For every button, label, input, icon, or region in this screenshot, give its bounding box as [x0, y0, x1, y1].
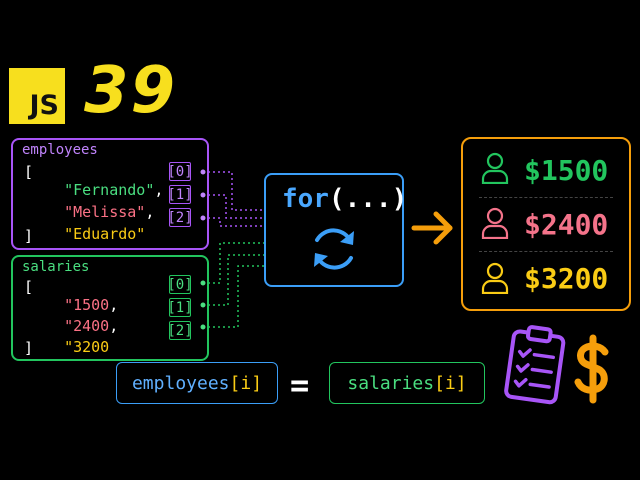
equals-sign: = [290, 366, 310, 404]
user-icon [481, 152, 509, 184]
employees-connector-2 [203, 217, 264, 227]
employees-connector-1 [203, 194, 264, 219]
for-loop-label: for(...) [282, 184, 407, 214]
employees-item-1: "Melissa", [46, 185, 154, 221]
salaries-connector-1 [203, 254, 264, 306]
result-salary-1: $2400 [524, 208, 609, 241]
salaries-connector-2 [203, 265, 264, 328]
employees-item-0: "Fernando", [46, 163, 163, 199]
employees-open-bracket: [ [24, 163, 34, 181]
salaries-index-expression: salaries[i] [329, 362, 485, 404]
salaries-item-0-sep: , [109, 296, 119, 314]
checklist-icon [504, 325, 566, 405]
expr-left-name: employees [131, 372, 230, 394]
result-salary-2: $3200 [524, 262, 609, 295]
result-salary-0: $1500 [524, 154, 609, 187]
salaries-index-0: [0] [167, 275, 193, 294]
js-logo: JS [9, 68, 65, 124]
salaries-connector-0 [203, 242, 264, 284]
episode-number: 39 [84, 54, 178, 128]
employees-item-1-value: "Melissa" [64, 203, 146, 221]
refresh-icon [314, 228, 354, 270]
employees-close-bracket: ] [24, 227, 34, 245]
salaries-item-2: "3200 [46, 320, 109, 356]
employees-item-0-sep: , [154, 181, 164, 199]
employees-item-2-value: "Eduardo" [64, 225, 146, 243]
employees-item-2: "Eduardo" [46, 207, 145, 243]
salaries-array-box [11, 255, 209, 361]
result-divider-0 [479, 197, 613, 198]
employees-array-box [11, 138, 209, 250]
user-icon [481, 262, 509, 294]
salaries-item-1-value: "2400 [64, 317, 110, 335]
salaries-open-bracket: [ [24, 278, 34, 296]
employees-connector-0 [203, 171, 264, 211]
salaries-index-2: [2] [167, 321, 193, 340]
salaries-index-1: [1] [167, 298, 193, 317]
expr-left-index: [i] [229, 372, 263, 394]
employees-index-1: [1] [167, 185, 193, 204]
js-logo-text: JS [29, 90, 60, 121]
arrow-right-icon [411, 211, 453, 245]
employees-title: employees [22, 142, 98, 158]
salaries-title: salaries [22, 259, 90, 275]
salaries-close-bracket: ] [24, 339, 34, 357]
employees-item-1-sep: , [145, 203, 155, 221]
salaries-item-2-value: "3200 [64, 338, 110, 356]
salaries-item-0-value: "1500 [64, 296, 110, 314]
expr-right-name: salaries [347, 372, 435, 394]
for-keyword: for [282, 184, 329, 214]
employees-index-0: [0] [167, 162, 193, 181]
salaries-item-1-sep: , [109, 317, 119, 335]
salaries-item-1: "2400, [46, 299, 118, 335]
for-args: (...) [328, 184, 408, 214]
for-loop-box [264, 173, 404, 287]
result-divider-1 [479, 251, 613, 252]
employees-index-expression: employees[i] [116, 362, 278, 404]
employees-index-2: [2] [167, 208, 193, 227]
expr-right-index: [i] [434, 372, 467, 394]
salaries-item-0: "1500, [46, 278, 118, 314]
results-box [461, 137, 631, 311]
dollar-icon [574, 334, 609, 404]
user-icon [481, 207, 509, 239]
employees-item-0-value: "Fernando" [64, 181, 155, 199]
